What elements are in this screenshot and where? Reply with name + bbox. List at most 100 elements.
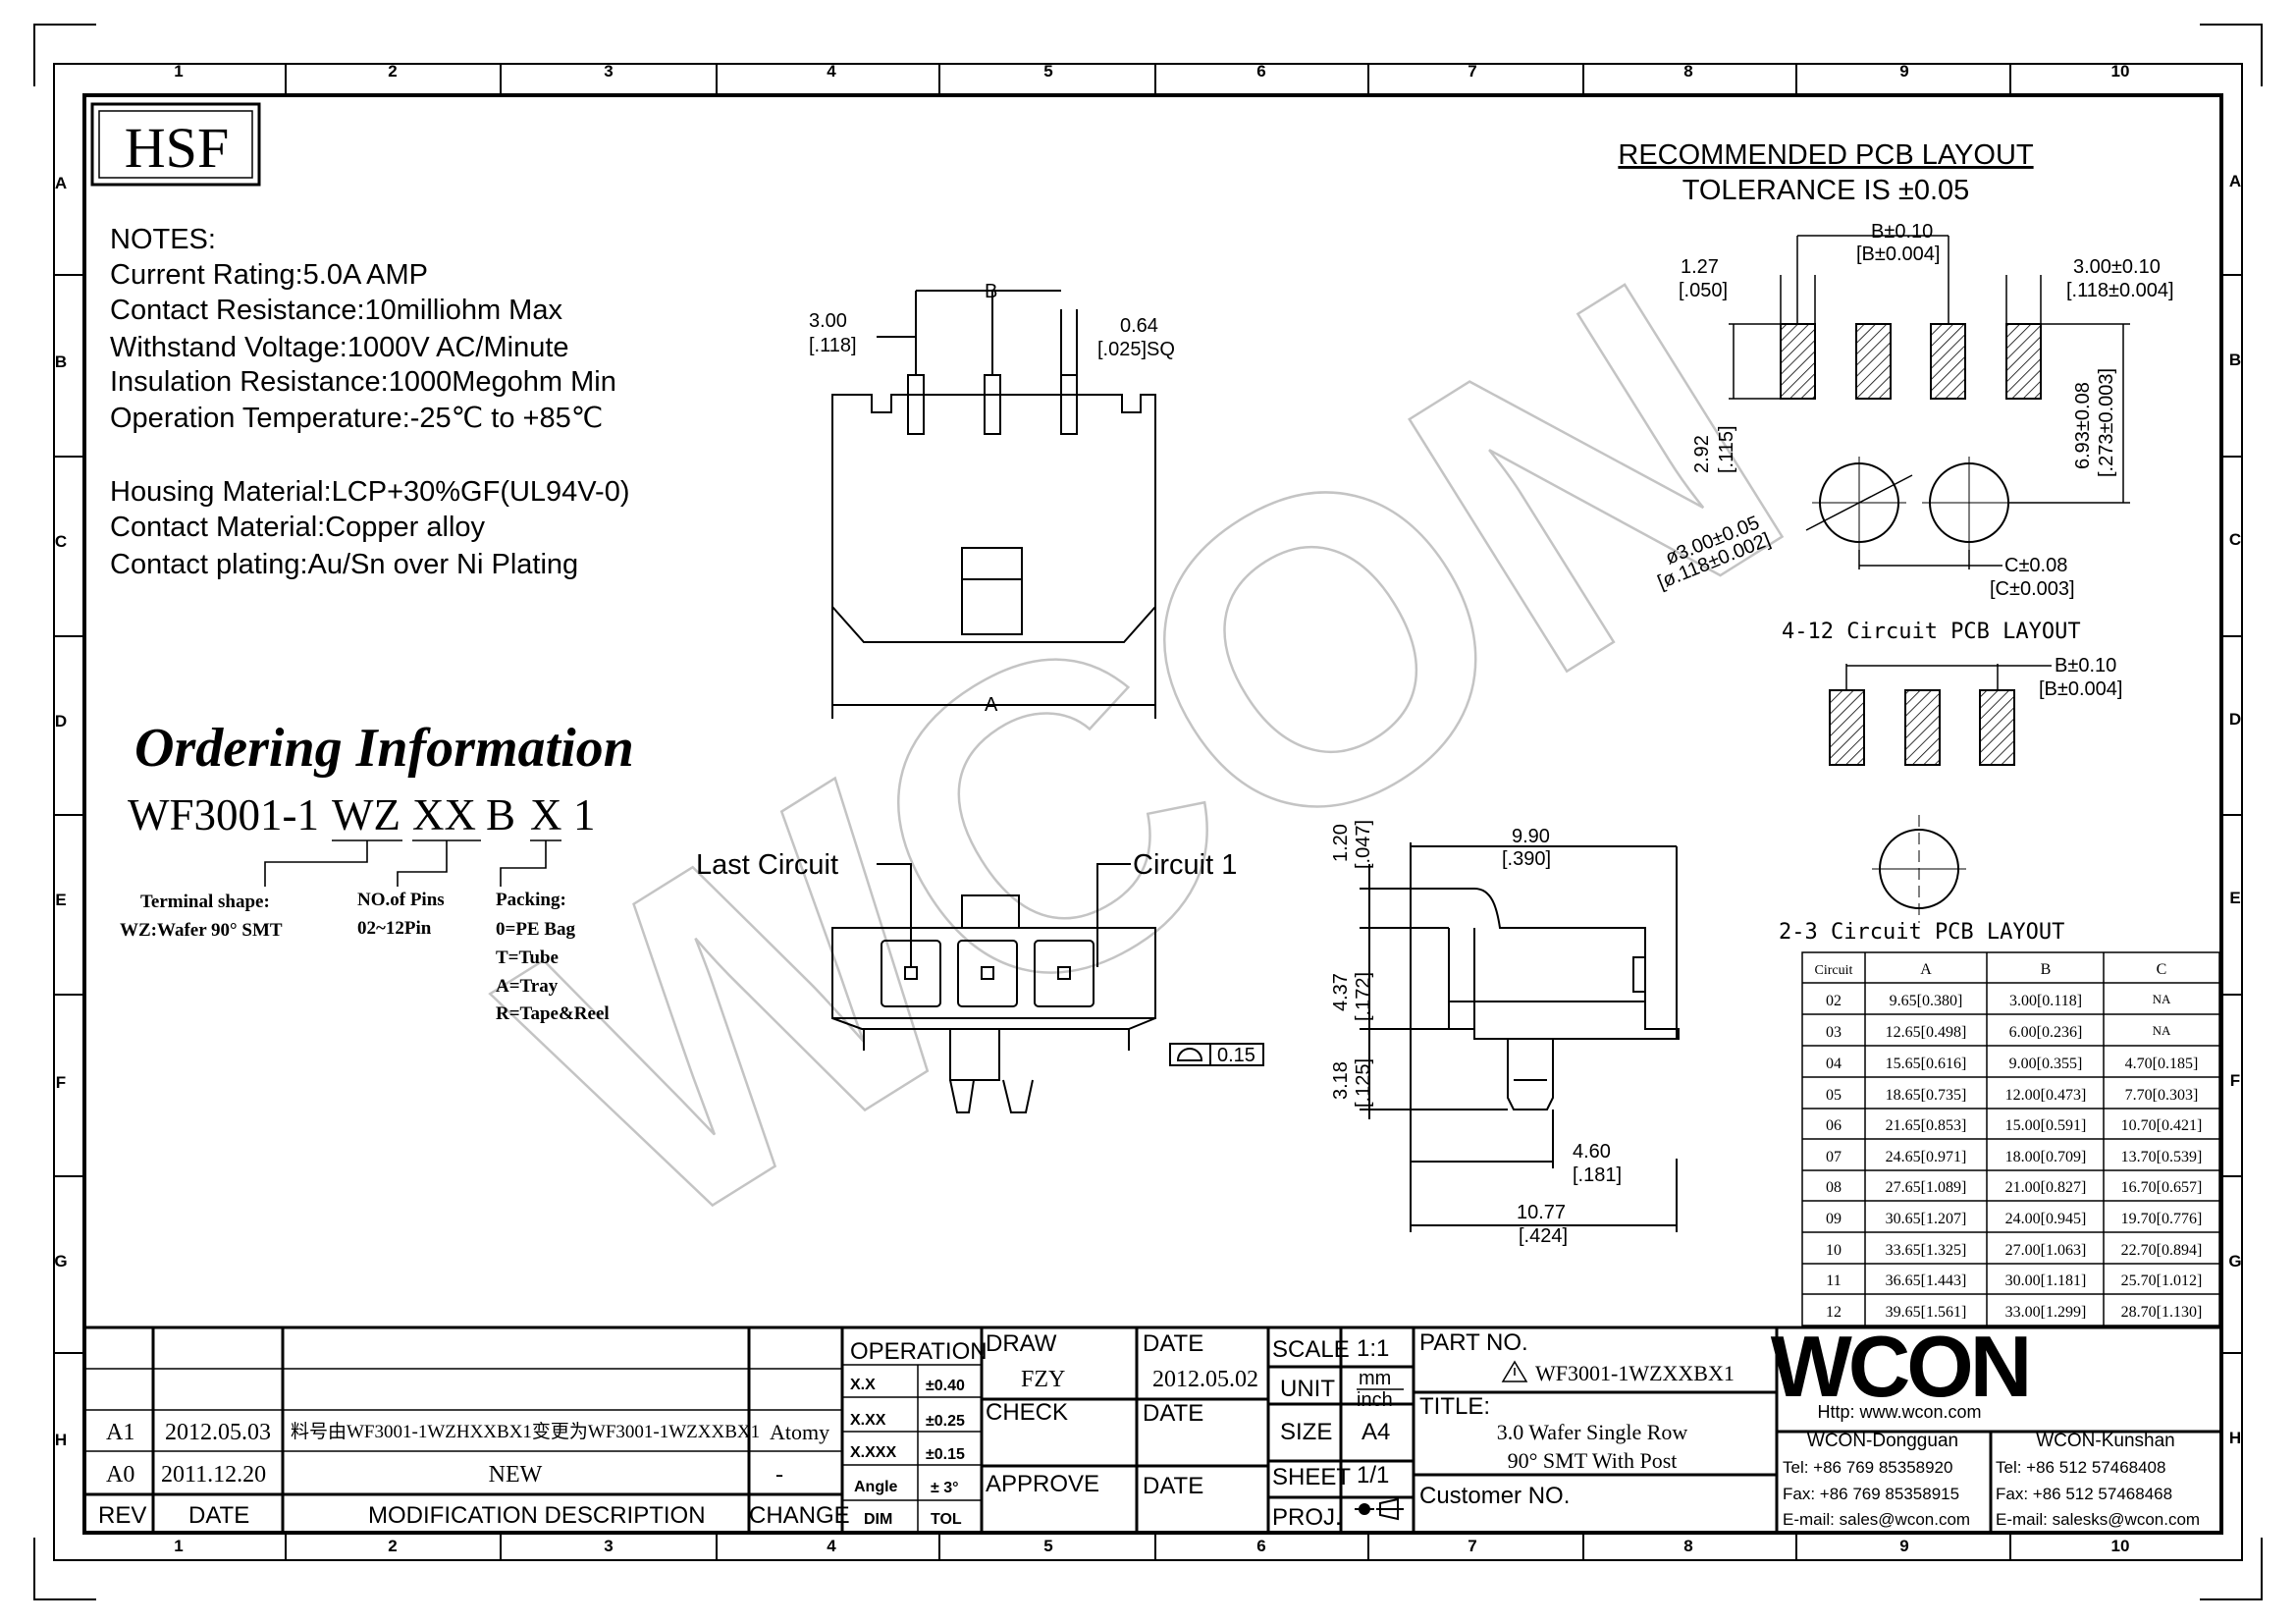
svg-text:13.70[0.539]: 13.70[0.539] (2121, 1149, 2203, 1165)
table-header: A (1920, 961, 1932, 978)
side-dim-10-77: 10.77 (1517, 1202, 1566, 1223)
col-label-2-bottom: 2 (388, 1537, 397, 1555)
pcb-b-tol-in: [B±0.004] (1856, 244, 1940, 265)
svg-text:6.00[0.236]: 6.00[0.236] (2009, 1024, 2083, 1041)
pins-value: 02~12Pin (357, 918, 432, 939)
pcb-4-12-title: 4-12 Circuit PCB LAYOUT (1782, 620, 2081, 644)
pcb-2-92-in: [.115] (1716, 425, 1737, 473)
company-url: Http: www.wcon.com (1817, 1402, 1981, 1422)
part-no-label: PART NO. (1419, 1329, 1528, 1356)
col-label-9-bottom: 9 (1899, 1537, 1908, 1555)
table-header: B (2041, 961, 2052, 978)
dimension-table (1801, 951, 2220, 1326)
svg-text:15.65[0.616]: 15.65[0.616] (1886, 1056, 1967, 1072)
draw-date: 2012.05.02 (1152, 1367, 1258, 1392)
svg-text:±0.40: ±0.40 (926, 1378, 965, 1394)
scale-value: 1:1 (1357, 1335, 1389, 1362)
rev-a1-desc: 料号由WF3001-1WZHXXBX1变更为WF3001-1WZXXBX1 (291, 1421, 760, 1442)
last-circuit-label: Last Circuit (696, 849, 838, 881)
note-line: Current Rating:5.0A AMP (110, 259, 428, 291)
svg-text:06: 06 (1826, 1117, 1842, 1134)
kunshan-fax: Fax: +86 512 57468468 (1996, 1485, 2172, 1503)
title-line-1: 3.0 Wafer Single Row (1497, 1420, 1688, 1444)
front-dim-a: A (985, 694, 998, 716)
rev-a1-date: 2012.05.03 (165, 1420, 271, 1445)
svg-text:TOL: TOL (931, 1511, 962, 1528)
col-label-1-bottom: 1 (174, 1537, 183, 1555)
col-label-3-bottom: 3 (604, 1537, 613, 1555)
svg-text:XX: XX (412, 790, 476, 839)
svg-text:± 3°: ± 3° (931, 1480, 959, 1496)
row-label-b-right: B (2229, 351, 2241, 369)
row-label-c: C (55, 532, 67, 551)
svg-text:7.70[0.303]: 7.70[0.303] (2125, 1087, 2199, 1104)
pcb-2-92: 2.92 (1691, 435, 1713, 473)
svg-text:22.70[0.894]: 22.70[0.894] (2121, 1242, 2203, 1259)
svg-text:08: 08 (1826, 1179, 1842, 1196)
approve-date-label: DATE (1143, 1473, 1203, 1499)
side-view (1360, 842, 1680, 1232)
note-line: Contact Resistance:10milliohm Max (110, 295, 562, 326)
size-label: SIZE (1280, 1419, 1332, 1445)
projection-icon (1355, 1497, 1404, 1521)
rev-a0-change: - (775, 1462, 783, 1488)
pcb-2-3-title: 2-3 Circuit PCB LAYOUT (1779, 920, 2064, 945)
row-label-a-right: A (2229, 172, 2241, 190)
outer-frame (53, 63, 2243, 1561)
svg-text:33.00[1.299]: 33.00[1.299] (2005, 1304, 2087, 1321)
col-label-4: 4 (827, 62, 836, 81)
sheet-value: 1/1 (1357, 1462, 1389, 1489)
pcb-c-tol-in: [C±0.003] (1990, 578, 2075, 600)
side-dim-4-60: 4.60 (1573, 1141, 1611, 1163)
side-dim-4-37-in: [.172] (1353, 972, 1374, 1021)
row-label-b: B (55, 352, 67, 371)
pcb-b-tol: B±0.10 (1871, 221, 1933, 243)
operation-label: OPERATION (850, 1338, 988, 1365)
pcb-2-3 (1829, 664, 2052, 923)
scale-label: SCALE (1272, 1336, 1350, 1363)
terminal-title: Terminal shape: (140, 892, 270, 912)
col-label-6: 6 (1256, 62, 1265, 81)
svg-text:30.65[1.207]: 30.65[1.207] (1886, 1211, 1967, 1227)
kunshan-name: WCON-Kunshan (2036, 1431, 2175, 1451)
side-dim-1-20-in: [.047] (1353, 820, 1374, 869)
packing-title: Packing: (496, 890, 566, 910)
svg-text:B: B (486, 790, 515, 839)
svg-text:±0.15: ±0.15 (926, 1446, 965, 1463)
packing-value: R=Tape&Reel (496, 1003, 610, 1024)
front-dim-b: B (985, 281, 997, 302)
svg-text:15.00[0.591]: 15.00[0.591] (2005, 1117, 2087, 1134)
side-dim-3-18: 3.18 (1330, 1061, 1352, 1100)
row-label-a: A (55, 174, 67, 192)
packing-value: A=Tray (496, 976, 559, 997)
svg-text:02: 02 (1826, 993, 1842, 1009)
table-header: Circuit (1815, 963, 1853, 978)
unit-inch: inch (1357, 1389, 1393, 1411)
svg-text:NA: NA (2153, 1023, 2171, 1038)
pcb-tolerance: TOLERANCE IS ±0.05 (1682, 175, 1970, 206)
side-dim-9-90-in: [.390] (1502, 848, 1551, 870)
svg-text:07: 07 (1826, 1149, 1842, 1165)
svg-text:12: 12 (1826, 1304, 1842, 1321)
front-dim-0-64-in: [.025]SQ (1097, 339, 1175, 360)
pcb-6-93-in: [.273±0.003] (2096, 368, 2117, 477)
circuit-1-label: Circuit 1 (1133, 849, 1237, 881)
hsf-box (90, 102, 261, 187)
table-header: C (2157, 961, 2167, 978)
bottom-view (831, 863, 1264, 1113)
col-label-5: 5 (1043, 62, 1052, 81)
pcb-4-12 (1729, 235, 2130, 569)
svg-text:24.00[0.945]: 24.00[0.945] (2005, 1211, 2087, 1227)
row-label-h: H (55, 1431, 67, 1449)
col-label-8-bottom: 8 (1683, 1537, 1692, 1555)
col-label-7-bottom: 7 (1468, 1537, 1476, 1555)
change-header: CHANGE (749, 1502, 850, 1529)
svg-text:28.70[1.130]: 28.70[1.130] (2121, 1304, 2203, 1321)
rev-a0-date: 2011.12.20 (161, 1462, 266, 1488)
svg-text:10: 10 (1826, 1242, 1842, 1259)
title-block (84, 1326, 2221, 1533)
svg-text:36.65[1.443]: 36.65[1.443] (1886, 1272, 1967, 1289)
customer-no-label: Customer NO. (1419, 1483, 1570, 1509)
svg-text:25.70[1.012]: 25.70[1.012] (2121, 1272, 2203, 1289)
